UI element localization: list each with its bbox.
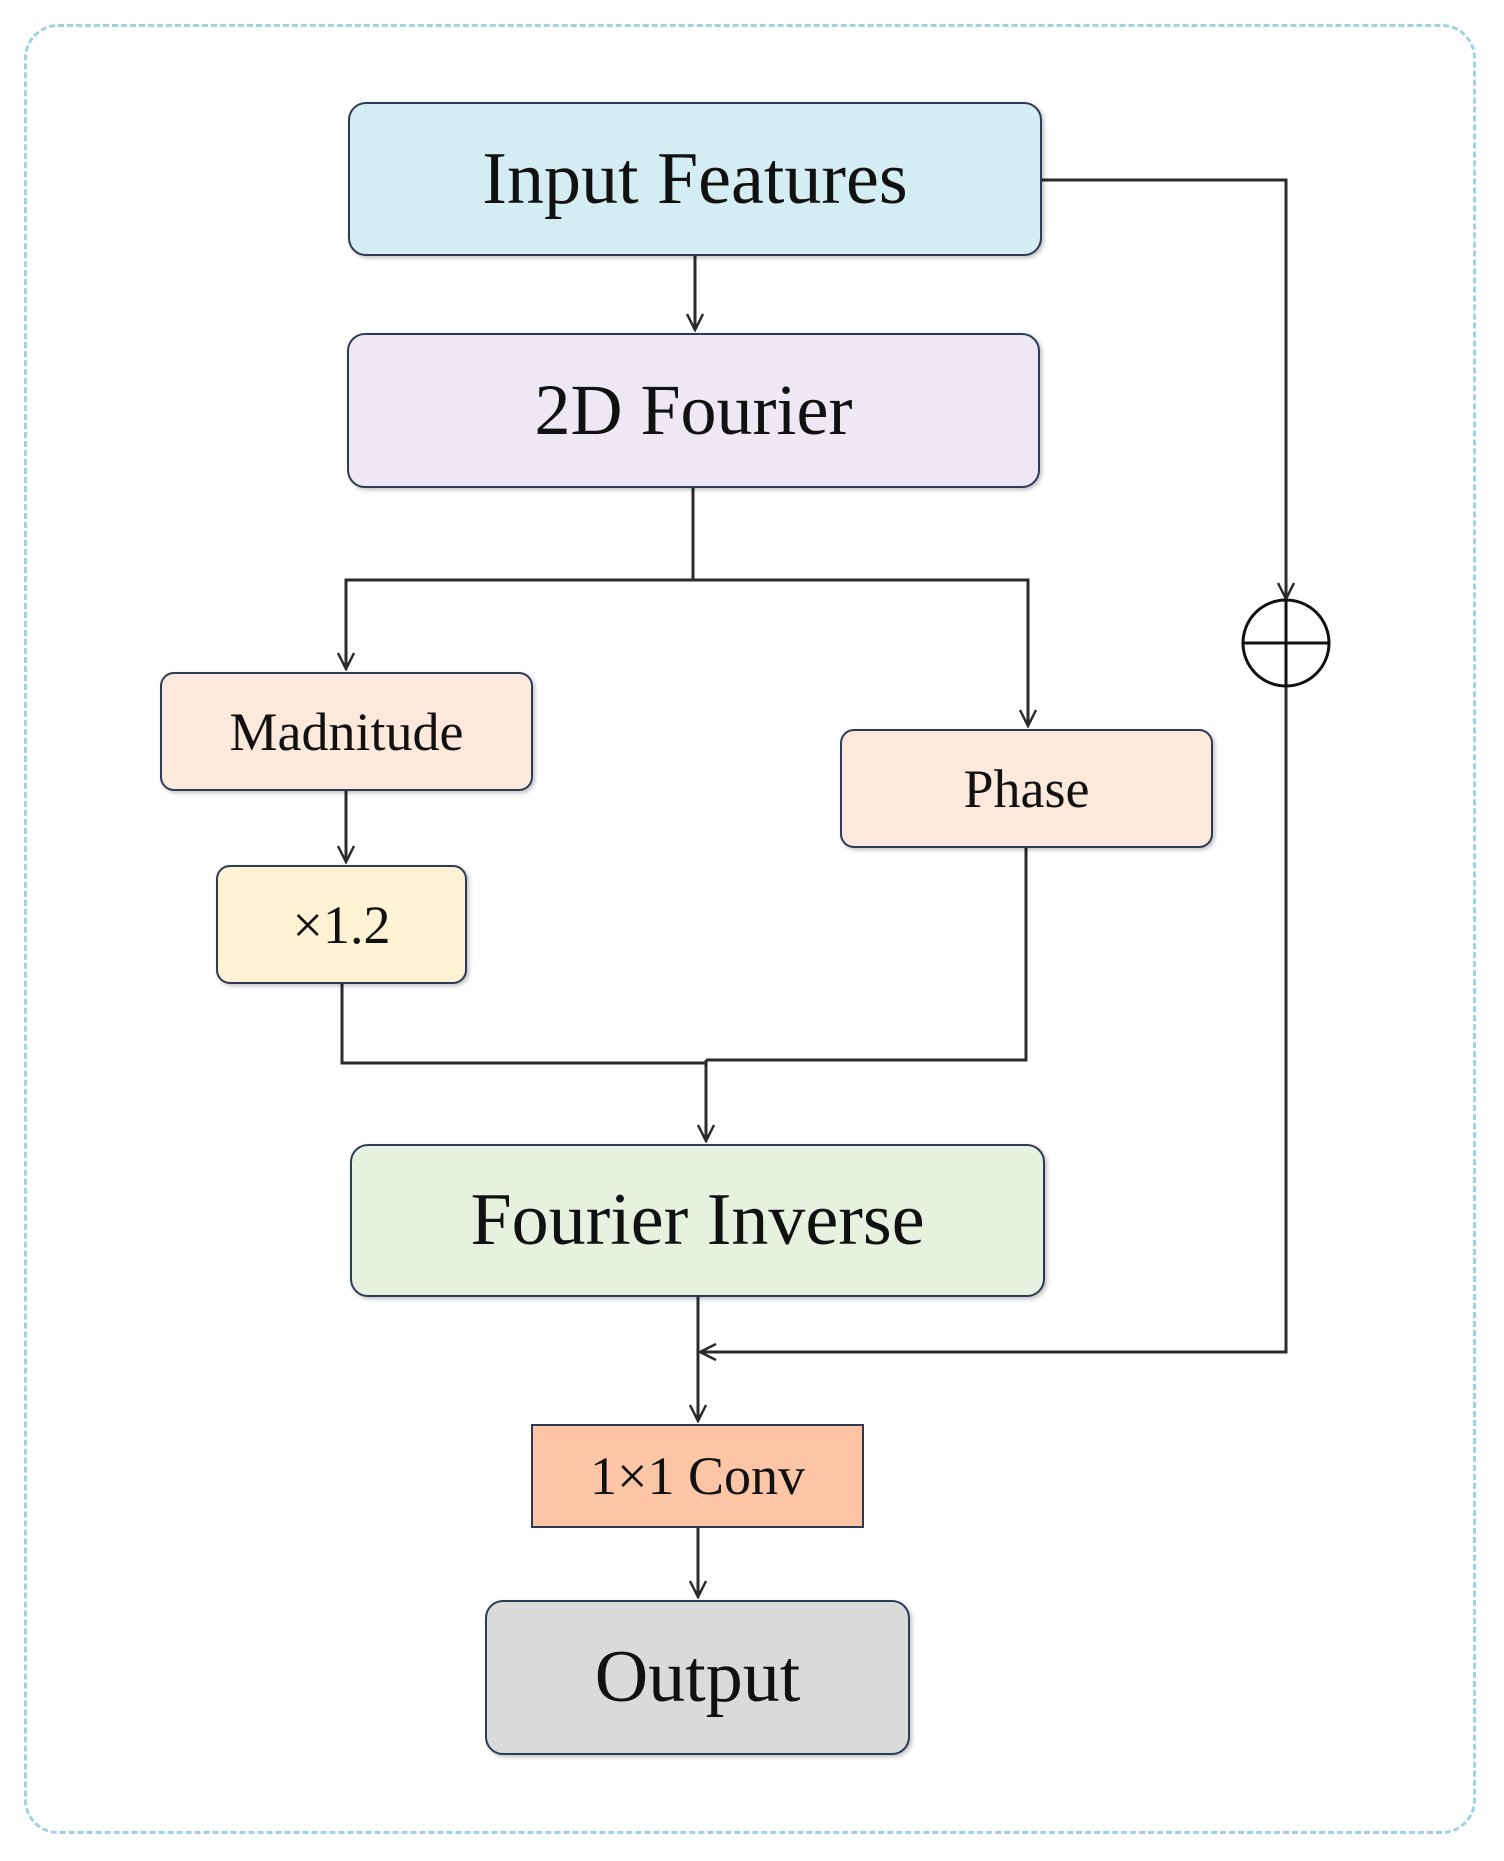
edge-fourier-to-magnitude — [346, 578, 693, 669]
edge-phase-to-merge — [706, 848, 1028, 1062]
phase-label: Phase — [963, 758, 1090, 819]
output-label: Output — [594, 1636, 801, 1718]
scale-label: ×1.2 — [292, 894, 391, 955]
edge-add-to-join — [700, 686, 1288, 1352]
fourier-inverse-node: Fourier Inverse — [350, 1144, 1045, 1297]
conv-1x1-label: 1×1 Conv — [590, 1446, 805, 1506]
edge-fourier-to-phase — [693, 578, 1028, 726]
output-node: Output — [485, 1600, 910, 1755]
input-features-label: Input Features — [482, 137, 908, 220]
fourier-2d-node: 2D Fourier — [347, 333, 1040, 488]
fourier-2d-label: 2D Fourier — [534, 370, 853, 450]
scale-node: ×1.2 — [216, 865, 467, 984]
edge-input-to-add — [1042, 178, 1286, 599]
phase-node: Phase — [840, 729, 1213, 848]
conv-1x1-node: 1×1 Conv — [531, 1424, 864, 1528]
fourier-inverse-label: Fourier Inverse — [470, 1179, 925, 1261]
magnitude-label: Madnitude — [229, 701, 464, 762]
magnitude-node: Madnitude — [160, 672, 533, 791]
add-node — [1241, 598, 1331, 688]
edge-scale-to-merge — [340, 984, 706, 1065]
input-features-node: Input Features — [348, 102, 1042, 256]
diagram-frame — [24, 24, 1476, 1834]
